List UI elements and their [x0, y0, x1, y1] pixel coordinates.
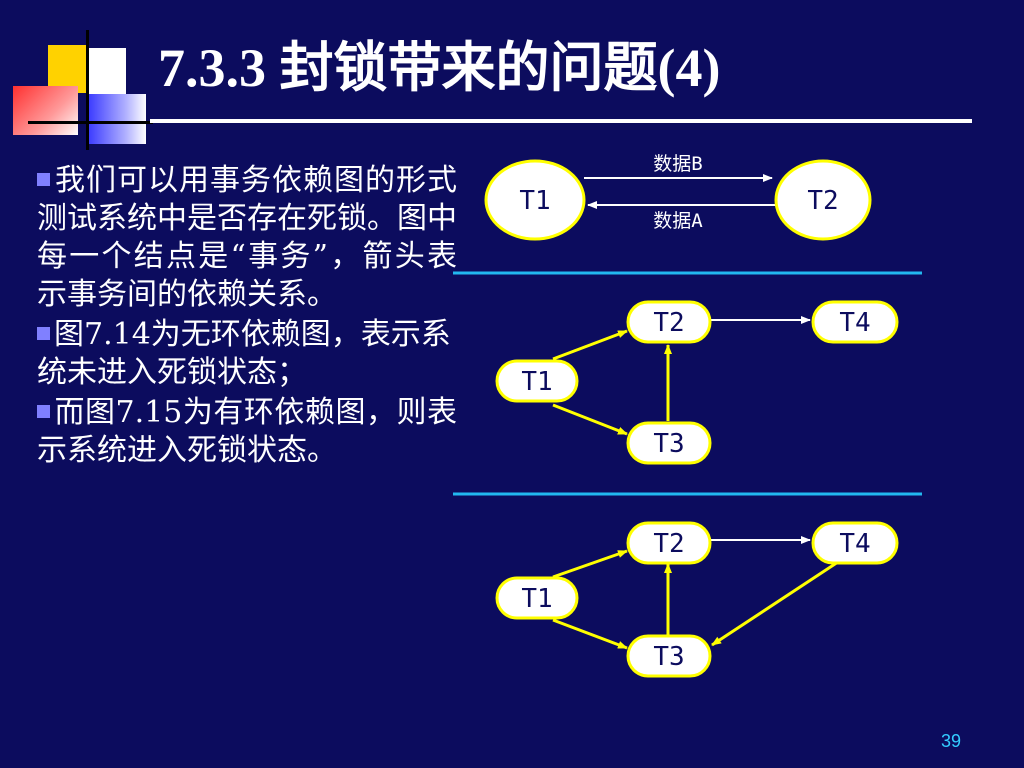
node-t2-label: T2: [807, 186, 838, 216]
node-t1-label: T1: [519, 186, 550, 216]
node-t1-label: T1: [521, 367, 552, 397]
node-t4: [811, 521, 899, 565]
slide-title: 7.3.3 封锁带来的问题(4): [158, 38, 721, 98]
node-t1: [484, 159, 586, 241]
logo-red-square: [13, 86, 78, 135]
node-t2-label: T2: [653, 529, 684, 559]
node-t2: [626, 300, 712, 344]
edge-t4-t3: [711, 560, 839, 647]
bullet-text: 而图7.15为有环依赖图，则表示系统进入死锁状态。: [37, 395, 457, 468]
node-t1: [495, 359, 579, 403]
node-t4-label: T4: [839, 308, 870, 338]
logo-vertical-line: [86, 30, 89, 150]
node-t3-label: T3: [653, 642, 684, 672]
bullet-item: 图7.14为无环依赖图，表示系统未进入死锁状态；: [37, 316, 457, 392]
node-t2: [774, 159, 872, 241]
node-t4-label: T4: [839, 529, 870, 559]
bullet-item: 我们可以用事务依赖图的形式测试系统中是否存在死锁。图中每一个结点是“事务”，箭头…: [37, 162, 457, 314]
node-t3: [626, 634, 712, 678]
bullet-square-icon: [37, 405, 50, 418]
node-t2: [626, 521, 712, 565]
edge-t1-t2: [552, 329, 628, 361]
middle-diagram: T1 T2 T3 T4: [495, 300, 899, 465]
logo-white-square: [88, 48, 126, 94]
bullet-square-icon: [37, 327, 50, 340]
edge-t1-t2: [552, 549, 628, 579]
bullet-text: 我们可以用事务依赖图的形式测试系统中是否存在死锁。图中每一个结点是“事务”，箭头…: [37, 163, 457, 312]
top-diagram: T1 T2 数据B 数据A: [484, 153, 872, 241]
title-underline: [150, 119, 972, 123]
bottom-diagram: T1 T2 T3 T4: [495, 521, 899, 678]
edge-a-label: 数据A: [653, 210, 703, 232]
bullet-item: 而图7.15为有环依赖图，则表示系统进入死锁状态。: [37, 394, 457, 470]
edge-b-label: 数据B: [653, 153, 702, 175]
node-t1-label: T1: [521, 584, 552, 614]
logo-horizontal-line: [28, 121, 153, 124]
logo-blue-square: [88, 94, 146, 144]
edge-t1-t3: [552, 403, 628, 436]
logo-yellow-square: [48, 45, 88, 93]
bullet-list: 我们可以用事务依赖图的形式测试系统中是否存在死锁。图中每一个结点是“事务”，箭头…: [37, 162, 457, 470]
node-t3-label: T3: [653, 429, 684, 459]
node-t3: [626, 421, 712, 465]
edge-t1-t3: [552, 618, 628, 650]
node-t2-label: T2: [653, 308, 684, 338]
bullet-text: 图7.14为无环依赖图，表示系统未进入死锁状态；: [37, 317, 451, 390]
node-t1: [495, 576, 579, 620]
corner-logo: [0, 0, 160, 150]
bullet-square-icon: [37, 173, 50, 186]
page-number: 39: [941, 731, 962, 751]
node-t4: [811, 300, 899, 344]
